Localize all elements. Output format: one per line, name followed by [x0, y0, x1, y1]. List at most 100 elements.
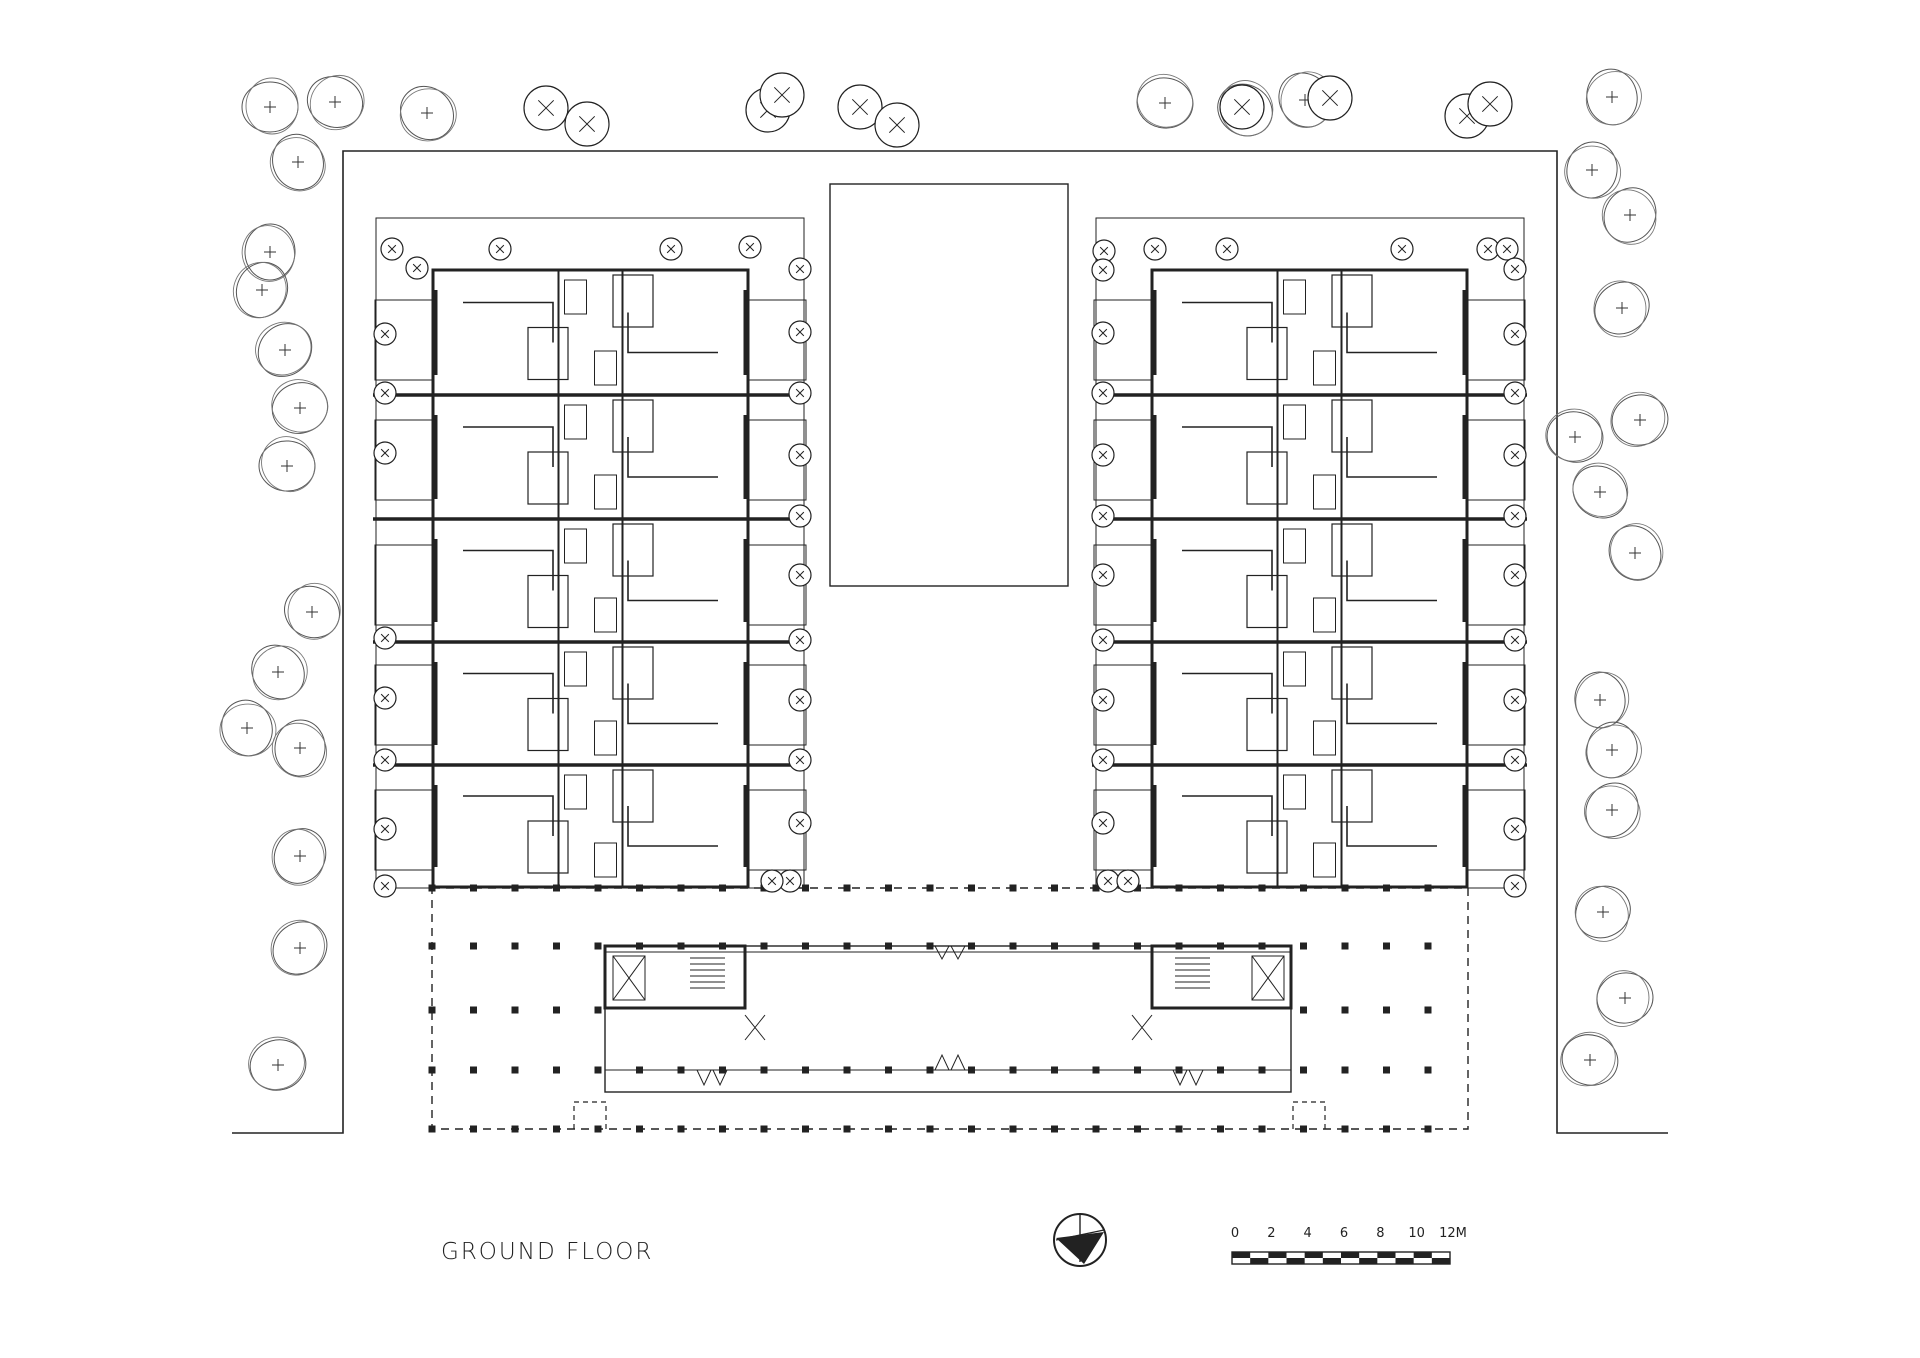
- tree-icon: [405, 256, 429, 280]
- tree-icon: [1503, 748, 1527, 772]
- tree-icon: [1307, 75, 1353, 121]
- left-residential-block: [373, 217, 808, 889]
- tree-icon: [373, 441, 397, 465]
- tree-icon: [373, 626, 397, 650]
- tree-icon: [1601, 187, 1657, 245]
- tree-icon: [1564, 141, 1622, 199]
- tree-icon: [373, 381, 397, 405]
- tree-icon: [1503, 563, 1527, 587]
- drawing-title: GROUND FLOOR: [441, 1239, 654, 1265]
- tree-icon: [788, 811, 812, 835]
- tree-icon: [271, 828, 327, 886]
- tree-icon: [760, 869, 784, 893]
- tree-icon: [1495, 237, 1519, 261]
- courtyard: [829, 183, 1069, 587]
- tree-icon: [1091, 563, 1115, 587]
- tree-icon: [788, 320, 812, 344]
- tree-icon: [659, 237, 683, 261]
- scale-bar-label: 6: [1339, 1226, 1349, 1241]
- tree-icon: [1596, 970, 1654, 1027]
- tree-icon: [270, 919, 328, 976]
- tree-icon: [788, 381, 812, 405]
- tree-icon: [1503, 688, 1527, 712]
- tree-icon: [255, 321, 313, 377]
- tree-icon: [1503, 257, 1527, 281]
- tree-icon: [1116, 869, 1140, 893]
- tree-icon: [271, 719, 327, 778]
- north-arrow-icon: [1053, 1213, 1107, 1267]
- tree-icon: [1091, 811, 1115, 835]
- tree-icon: [738, 235, 762, 259]
- tree-icon: [241, 77, 299, 135]
- tree-icon: [1219, 84, 1265, 130]
- scale-bar-label: 2: [1267, 1226, 1276, 1241]
- right-residential-block: [1092, 217, 1527, 889]
- tree-icon: [1096, 869, 1120, 893]
- tree-icon: [1143, 237, 1167, 261]
- scale-bar: [1231, 1251, 1451, 1265]
- tree-icon: [251, 644, 308, 701]
- tree-icon: [373, 874, 397, 898]
- tree-icon: [1503, 381, 1527, 405]
- tree-icon: [1574, 671, 1630, 729]
- site-boundary: [232, 150, 1668, 1134]
- tree-icon: [788, 688, 812, 712]
- tree-icon: [1585, 721, 1642, 779]
- tree-icon: [1091, 321, 1115, 345]
- tree-icon: [1572, 462, 1629, 519]
- tree-icon: [306, 74, 365, 131]
- tree-icon: [1091, 258, 1115, 282]
- tree-icon: [241, 223, 296, 282]
- tree-icon: [788, 504, 812, 528]
- tree-icon: [271, 379, 329, 434]
- tree-icon: [1560, 1031, 1619, 1087]
- tree-icon: [1593, 280, 1650, 338]
- tree-icon: [1584, 782, 1641, 839]
- tree-icon: [1610, 391, 1669, 447]
- tree-icon: [837, 84, 883, 130]
- tree-icon: [284, 582, 341, 640]
- tree-icon: [399, 85, 457, 142]
- tree-icon: [1215, 237, 1239, 261]
- tree-icon: [1091, 443, 1115, 467]
- tree-icon: [1467, 81, 1513, 127]
- scale-bar-label: 0: [1230, 1226, 1240, 1241]
- tree-icon: [258, 436, 316, 492]
- tree-icon: [1503, 504, 1527, 528]
- tree-icon: [269, 133, 326, 192]
- tree-icon: [1092, 239, 1116, 263]
- tree-icon: [1503, 628, 1527, 652]
- scale-bar-label: 4: [1303, 1226, 1312, 1241]
- tree-icon: [1503, 322, 1527, 346]
- tree-icon: [1091, 504, 1115, 528]
- tree-icon: [219, 699, 277, 757]
- tree-icon: [1091, 748, 1115, 772]
- tree-icon: [1091, 628, 1115, 652]
- scale-bar-label: 8: [1376, 1226, 1385, 1241]
- tree-icon: [1585, 68, 1642, 126]
- tree-icon: [1503, 874, 1527, 898]
- tree-icon: [232, 261, 289, 319]
- tree-icon: [788, 628, 812, 652]
- tree-icon: [373, 817, 397, 841]
- tree-icon: [1390, 237, 1414, 261]
- tree-icon: [1574, 885, 1631, 942]
- tree-icon: [1608, 523, 1664, 581]
- tree-icon: [248, 1036, 307, 1091]
- scale-bar-label: 10: [1408, 1226, 1425, 1241]
- tree-icon: [874, 102, 920, 148]
- tree-icon: [564, 101, 610, 147]
- perimeter-trees: [219, 68, 1669, 1091]
- scale-bar-label: 12M: [1439, 1226, 1467, 1241]
- tree-icon: [523, 85, 569, 131]
- tree-icon: [1091, 381, 1115, 405]
- tree-icon: [788, 443, 812, 467]
- tree-icon: [373, 748, 397, 772]
- tree-icon: [759, 72, 805, 118]
- tree-icon: [1091, 688, 1115, 712]
- tree-icon: [1503, 443, 1527, 467]
- tree-icon: [380, 237, 404, 261]
- block-trees: [373, 72, 1527, 898]
- tree-icon: [788, 257, 812, 281]
